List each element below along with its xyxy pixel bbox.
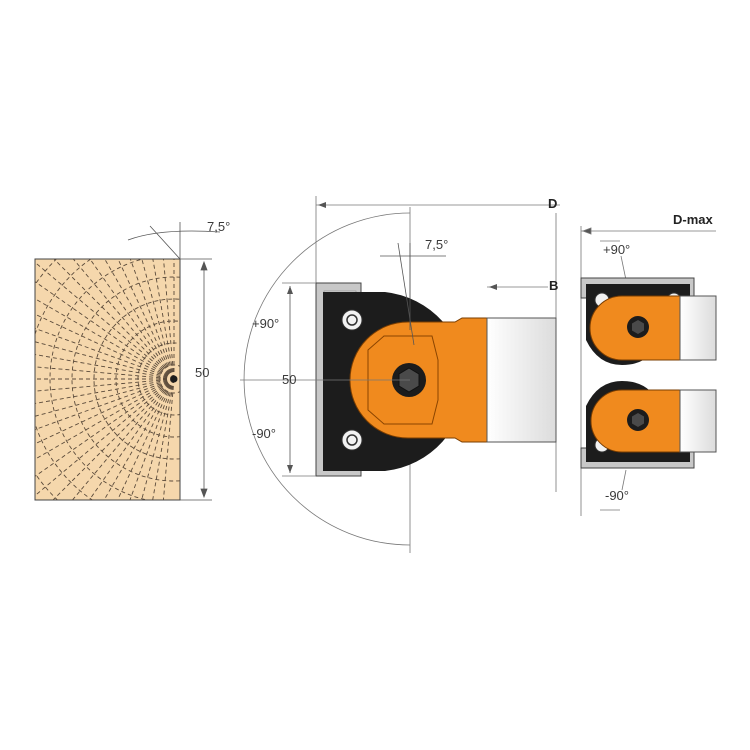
grain-ray (35, 378, 175, 392)
grain-ray (152, 259, 175, 380)
wood-height-label: 50 (195, 365, 209, 380)
plus-90-label: +90° (252, 316, 279, 331)
minus-90-small-label: -90° (605, 488, 629, 503)
grain-ray (35, 298, 175, 380)
grain-ray (141, 259, 175, 380)
grain-ray (35, 354, 175, 380)
grain-ray (52, 378, 175, 500)
wood-height-dimension (180, 258, 212, 501)
cutter-head-main (240, 196, 560, 553)
grain-ray (35, 378, 175, 497)
grain-ray (35, 366, 175, 380)
wood-angle-dimension (127, 222, 221, 260)
grain-ray (35, 341, 175, 380)
wood-block (34, 258, 181, 501)
cutter-angle-label: 7,5° (425, 237, 448, 252)
grain-ray (129, 259, 175, 380)
grain-ray (129, 378, 175, 500)
grain-ray (163, 259, 175, 380)
cutter-head-minus90 (580, 381, 717, 469)
grain-ray (35, 378, 175, 477)
grain-ray (103, 378, 175, 500)
main-height-label: 50 (282, 372, 296, 387)
grain-ray (35, 378, 175, 460)
grain-ray (35, 281, 175, 380)
wood-angle-label: 7,5° (207, 219, 230, 234)
screw-icon (341, 309, 363, 331)
dmax-dimension (580, 226, 716, 516)
minus-90-label: -90° (252, 426, 276, 441)
swing-arc (243, 212, 411, 546)
grain-ray (117, 378, 175, 500)
center-mark-icon (170, 375, 178, 383)
grain-ray (35, 327, 175, 380)
plus-90-small-label: +90° (603, 242, 630, 257)
dimension-b-label: B (549, 278, 558, 293)
dimension-dmax-label: D-max (673, 212, 714, 227)
grain-ray (35, 378, 175, 404)
dimension-d-label: D (548, 196, 557, 211)
grain-ray (35, 378, 175, 417)
grain-ray (152, 378, 175, 500)
grain-ray (117, 259, 175, 380)
screw-icon (341, 429, 363, 451)
grain-ray (53, 259, 175, 380)
grain-ray (35, 378, 175, 431)
grain-ray (71, 378, 175, 500)
grain-ray (35, 378, 175, 445)
grain-ray (88, 378, 175, 500)
grain-ray (35, 313, 175, 380)
grain-ray (35, 261, 175, 380)
grain-ray (141, 378, 175, 500)
grain-ray (89, 259, 175, 380)
grain-ray (162, 378, 175, 500)
cutter-head-plus90 (580, 277, 717, 365)
knife-blade (486, 317, 557, 443)
grain-ray (72, 259, 175, 380)
grain-ray (104, 259, 175, 380)
